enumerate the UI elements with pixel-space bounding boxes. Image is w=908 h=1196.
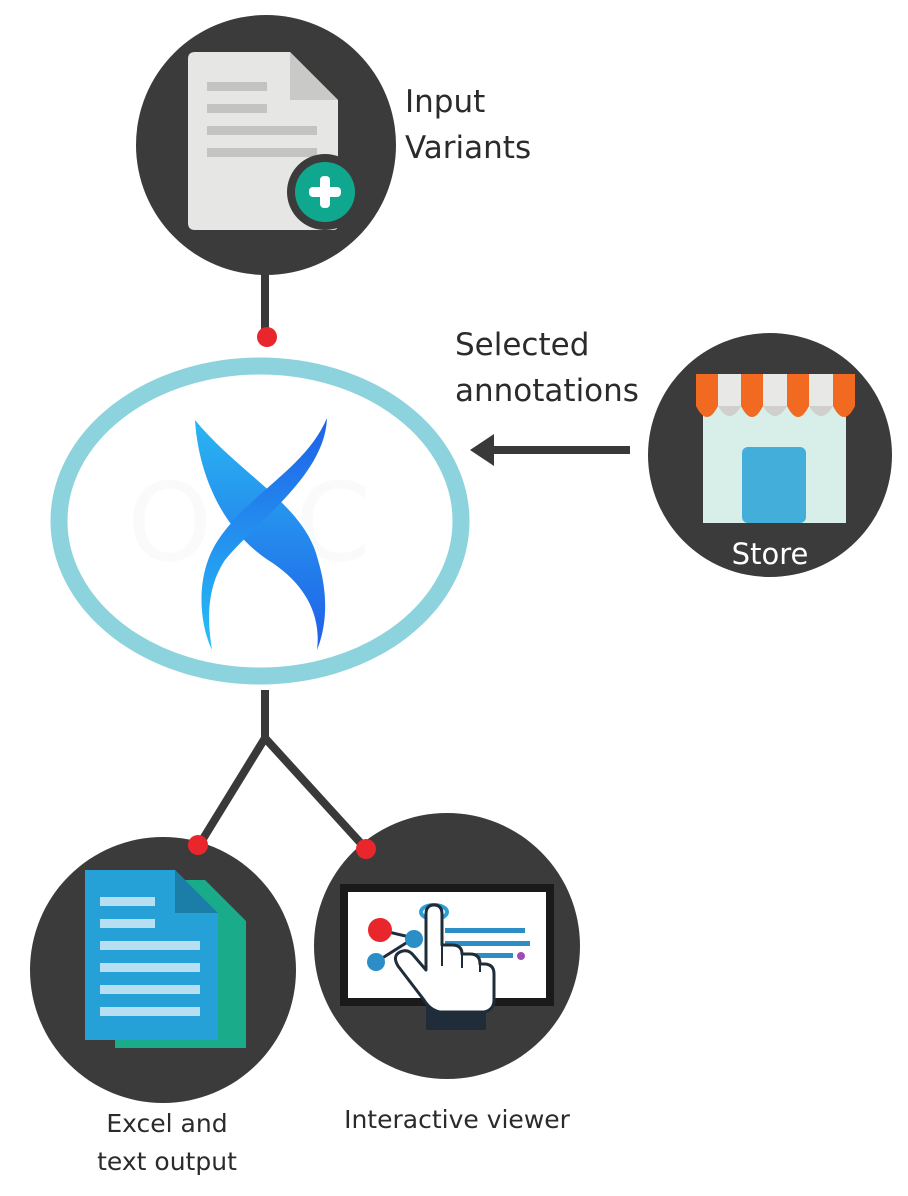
annotations-label: Selected annotations	[455, 327, 639, 409]
monitor-pointer-icon	[340, 884, 554, 1030]
dot-input	[257, 327, 277, 347]
connectors	[194, 258, 630, 854]
annotations-label-line2: annotations	[455, 373, 639, 409]
input-label-line2: Variants	[405, 130, 531, 166]
viewer-node: Interactive viewer	[314, 813, 580, 1134]
arrow-left-icon	[470, 434, 630, 466]
dot-viewer	[356, 839, 376, 859]
connector-viewer	[261, 734, 371, 854]
connector-excel	[194, 734, 269, 851]
store-icon	[696, 374, 855, 523]
excel-label-line1: Excel and	[106, 1109, 227, 1138]
store-node: Store	[648, 333, 892, 577]
excel-label-line2: text output	[97, 1147, 237, 1176]
input-label-line1: Input	[405, 84, 485, 120]
center-node: OXC	[50, 357, 470, 685]
store-label: Store	[732, 537, 809, 571]
excel-node: Excel and text output	[30, 837, 296, 1176]
viewer-label: Interactive viewer	[344, 1105, 571, 1134]
input-node: Input Variants	[136, 15, 531, 275]
document-plus-icon	[188, 52, 363, 230]
junction-dots	[188, 327, 376, 859]
annotations-label-line1: Selected	[455, 327, 589, 363]
dot-excel	[188, 835, 208, 855]
file-stack-icon	[85, 870, 246, 1048]
dna-helix-logo	[195, 418, 327, 650]
